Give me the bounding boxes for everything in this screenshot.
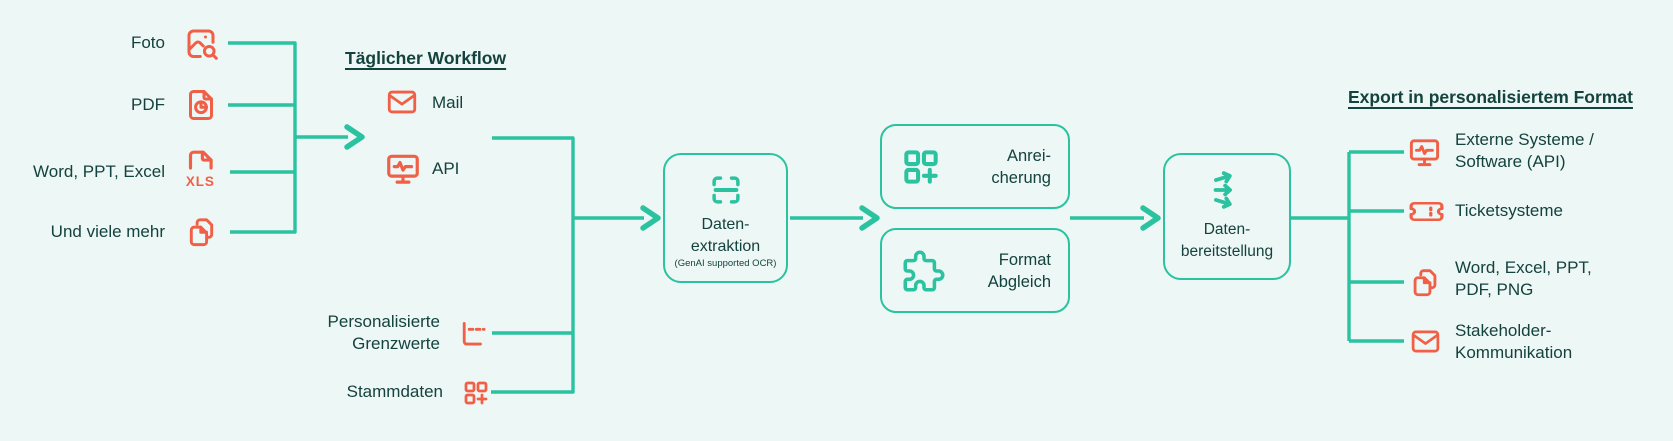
ticket-icon bbox=[1406, 195, 1447, 228]
envelope-icon bbox=[1407, 325, 1444, 358]
export-item1-line2: Software (API) bbox=[1455, 152, 1566, 171]
limits-label-line1: Personalisierte bbox=[327, 312, 440, 331]
export-item3-line2: PDF, PNG bbox=[1455, 280, 1534, 299]
xls-file-icon: XLS bbox=[181, 147, 219, 189]
export-item-label: Word, Excel, PPT, PDF, PNG bbox=[1455, 257, 1592, 301]
limits-label-line2: Grenzwerte bbox=[352, 334, 440, 353]
file-chart-icon bbox=[183, 87, 219, 123]
scan-icon bbox=[707, 171, 745, 209]
master-data-label: Stammdaten bbox=[346, 382, 443, 401]
export-item3-line1: Word, Excel, PPT, bbox=[1455, 258, 1592, 277]
export-item-label: Externe Systeme / Software (API) bbox=[1455, 129, 1594, 173]
source-label: Word, PPT, Excel bbox=[33, 162, 165, 181]
export-heading: Export in personalisiertem Format bbox=[1348, 87, 1633, 107]
monitor-pulse-icon bbox=[1407, 135, 1442, 170]
extraction-title-line2: extraktion bbox=[690, 238, 761, 255]
monitor-pulse-icon bbox=[384, 150, 422, 188]
squares-plus-icon bbox=[461, 378, 491, 408]
format-matching-box: Format Abgleich bbox=[880, 228, 1070, 313]
input-bracket-wire bbox=[228, 41, 297, 234]
enrichment-title-line2: cherung bbox=[991, 168, 1051, 187]
envelope-icon bbox=[383, 85, 421, 119]
provisioning-title-line1: Daten- bbox=[1203, 221, 1251, 238]
daily-workflow-heading: Täglicher Workflow bbox=[345, 48, 507, 68]
xls-icon-text: XLS bbox=[186, 174, 215, 189]
photo-search-icon bbox=[183, 25, 219, 61]
extraction-title: Daten- extraktion bbox=[691, 214, 760, 258]
arrowhead-into-workflow bbox=[344, 124, 365, 150]
provisioning-title: Daten- bereitstellung bbox=[1181, 219, 1273, 263]
distribute-arrows-icon bbox=[1206, 165, 1248, 215]
arrowhead-into-enrichment bbox=[859, 205, 880, 231]
limits-label: Personalisierte Grenzwerte bbox=[290, 311, 440, 355]
provisioning-title-line2: bereitstellung bbox=[1180, 243, 1274, 260]
arrowhead-into-provisioning bbox=[1140, 205, 1161, 231]
format-matching-title: Format Abgleich bbox=[949, 249, 1068, 293]
threshold-chart-icon bbox=[455, 317, 489, 351]
workflow-label: API bbox=[432, 159, 460, 178]
export-bracket-wire bbox=[1291, 150, 1404, 343]
arrowhead-into-extraction bbox=[640, 205, 661, 231]
source-label: Und viele mehr bbox=[50, 222, 165, 241]
enrichment-box: Anrei- cherung bbox=[880, 124, 1070, 209]
workflow-label: Mail bbox=[432, 93, 464, 112]
source-label: PDF bbox=[131, 95, 165, 114]
export-item4-line1: Stakeholder- bbox=[1455, 321, 1552, 340]
squares-plus-icon bbox=[899, 145, 943, 189]
export-item4-line2: Kommunikation bbox=[1455, 343, 1573, 362]
puzzle-icon bbox=[899, 246, 949, 296]
format-title-line1: Format bbox=[998, 250, 1051, 269]
extraction-subtitle: (GenAI supported OCR) bbox=[674, 258, 777, 269]
provisioning-box: Daten- bereitstellung bbox=[1163, 153, 1291, 280]
export-item1-line1: Externe Systeme / bbox=[1455, 130, 1594, 149]
extraction-box: Daten- extraktion (GenAI supported OCR) bbox=[663, 153, 788, 283]
format-title-line2: Abgleich bbox=[987, 272, 1051, 291]
workflow-collector-wire bbox=[491, 136, 575, 394]
enrichment-title: Anrei- cherung bbox=[943, 145, 1068, 189]
source-label: Foto bbox=[130, 33, 165, 52]
export-item-label: Ticketsysteme bbox=[1455, 201, 1564, 220]
enrichment-title-line1: Anrei- bbox=[1006, 146, 1051, 165]
documents-icon bbox=[1408, 265, 1442, 299]
export-item-label: Stakeholder- Kommunikation bbox=[1455, 320, 1572, 364]
extraction-title-line1: Daten- bbox=[701, 216, 750, 233]
documents-icon bbox=[184, 214, 219, 249]
